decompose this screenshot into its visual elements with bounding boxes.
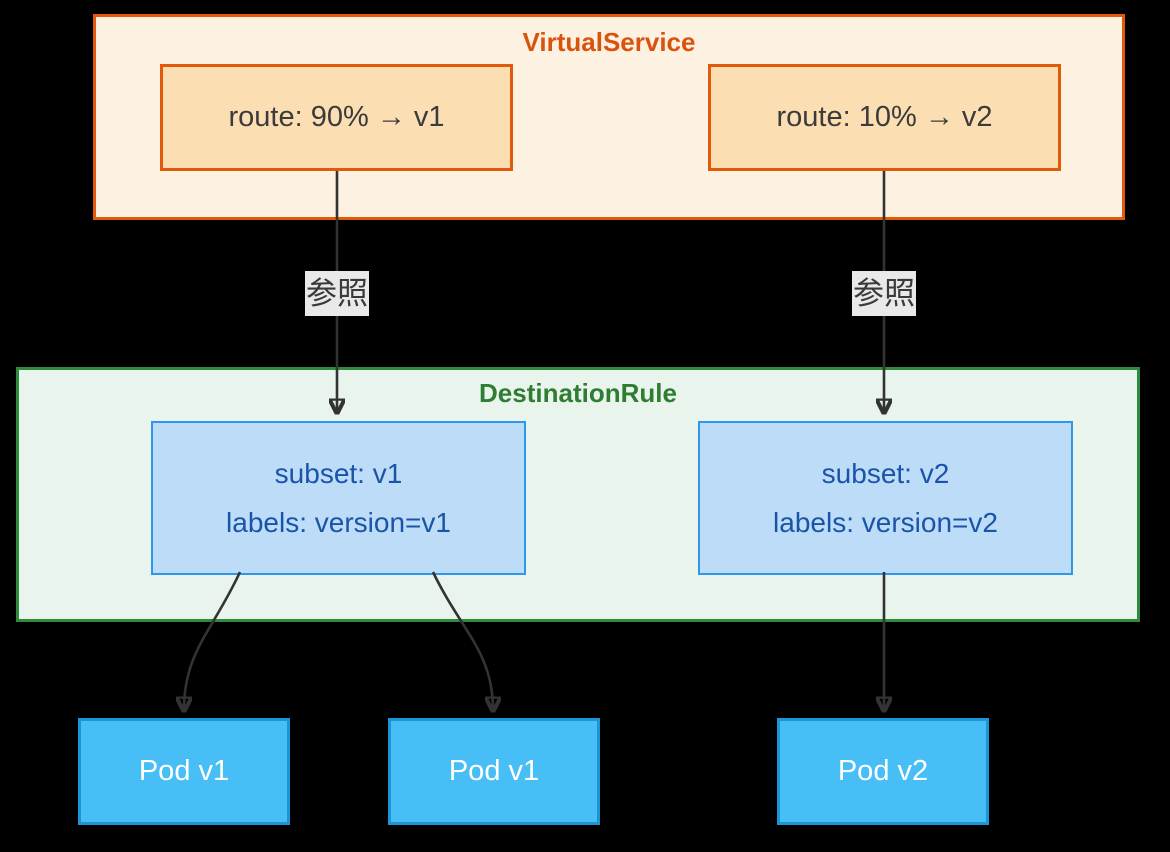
pod-v1-a-label: Pod v1 <box>138 755 230 787</box>
destinationrule-title: DestinationRule <box>479 378 677 408</box>
subset-box-v2: subset: v2 labels: version=v2 <box>698 421 1073 575</box>
subset-v2-name: subset: v2 <box>821 457 950 489</box>
reference-edge-label-right: 参照 <box>852 271 916 316</box>
pod-box-v1-a: Pod v1 <box>78 718 290 825</box>
reference-edge-label-left: 参照 <box>305 271 369 316</box>
pod-v2-label: Pod v2 <box>837 755 929 787</box>
pod-v1-b-label: Pod v1 <box>448 755 540 787</box>
route-box-v1-label: route: 90% → v1 <box>228 101 445 133</box>
subset-v1-name: subset: v1 <box>274 457 403 489</box>
virtualservice-title: VirtualService <box>522 27 696 57</box>
route-box-v2-label: route: 10% → v2 <box>776 101 993 133</box>
route-box-v2: route: 10% → v2 <box>708 64 1061 171</box>
pod-box-v2: Pod v2 <box>777 718 989 825</box>
subset-box-v1: subset: v1 labels: version=v1 <box>151 421 526 575</box>
subset-v1-labels: labels: version=v1 <box>226 506 451 538</box>
route-box-v1: route: 90% → v1 <box>160 64 513 171</box>
subset-v2-labels: labels: version=v2 <box>773 506 998 538</box>
pod-box-v1-b: Pod v1 <box>388 718 600 825</box>
destinationrule-container: DestinationRule subset: v1 labels: versi… <box>16 367 1140 622</box>
